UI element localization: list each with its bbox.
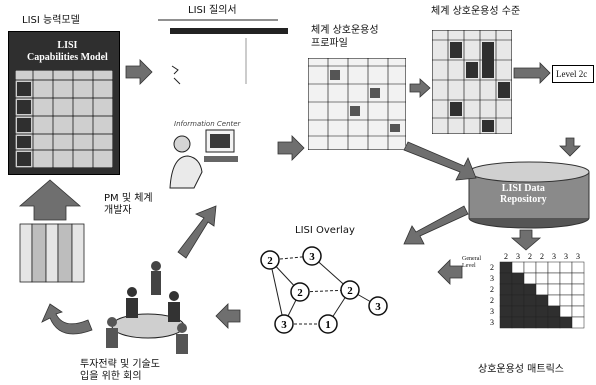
arrow-books-to-model bbox=[20, 180, 80, 220]
arrow-developer-to-profile bbox=[278, 136, 304, 160]
arrow-level-down bbox=[560, 138, 580, 156]
arrow-model-to-questionnaire bbox=[126, 60, 152, 84]
arrow-overlay-to-meeting bbox=[216, 304, 240, 328]
arrow-level-to-box bbox=[514, 63, 550, 83]
arrow-repository-down bbox=[512, 230, 540, 250]
arrow-profile-to-level bbox=[410, 79, 430, 97]
arrow-meeting-to-books bbox=[42, 304, 92, 334]
arrow-profile-to-repository bbox=[404, 142, 476, 180]
arrow-repository-to-overlay bbox=[404, 206, 468, 244]
arrow-matrix-to-overlay bbox=[438, 260, 462, 284]
arrow-meeting-to-developer bbox=[178, 206, 216, 258]
